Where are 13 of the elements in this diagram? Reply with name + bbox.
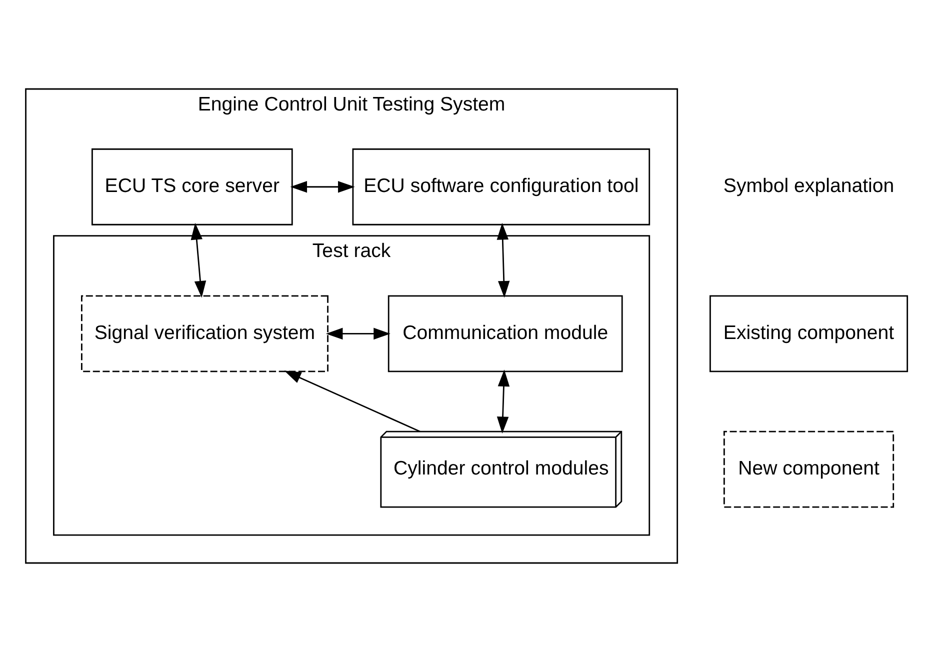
node-box: ECU TS core server (91, 148, 292, 226)
arrow (496, 222, 510, 298)
label: Symbol explanation (722, 175, 894, 198)
arrow (284, 370, 420, 432)
node-box: New component (722, 430, 894, 508)
node-box: Communication module (387, 295, 622, 372)
arrow (190, 222, 206, 298)
node-box: Existing component (709, 295, 908, 372)
node-box: ECU software configuration tool (352, 148, 650, 226)
arrow (290, 181, 354, 193)
node-box: Signal verification system (80, 295, 328, 372)
arrow (325, 328, 390, 340)
arrow (496, 370, 510, 434)
